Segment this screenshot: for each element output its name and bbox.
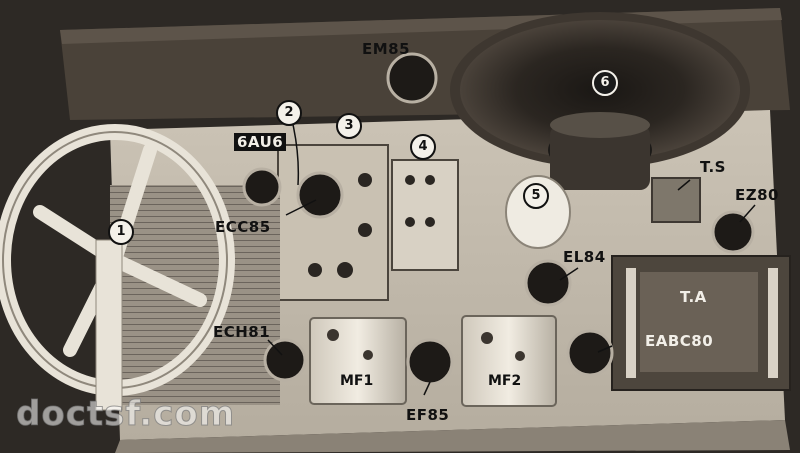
label-ez80: EZ80 [735, 186, 779, 204]
wave-switch-block [277, 144, 389, 301]
switch-contacts [308, 173, 435, 278]
output-transformer [651, 177, 701, 223]
callout-lead: 2 [276, 100, 302, 126]
callout-ferrite: 1 [108, 219, 134, 245]
label-eabc80: EABC80 [645, 332, 714, 350]
coil-support-bar [95, 239, 123, 411]
label-ech81: ECH81 [213, 323, 271, 341]
label-ef85: EF85 [406, 406, 450, 424]
transformer-core [640, 272, 758, 372]
speaker-magnet [550, 125, 650, 190]
if-can-mf2 [461, 315, 557, 407]
electrolytic-capacitor [505, 175, 571, 249]
label-mf2: MF2 [488, 373, 522, 389]
label-ta: T.A [680, 288, 707, 306]
label-mf1: MF1 [340, 373, 374, 389]
transformer-bracket-left [626, 268, 636, 378]
label-ecc85: ECC85 [215, 218, 271, 236]
transformer-bracket-right [768, 268, 778, 378]
callout-capacitor: 5 [523, 183, 549, 209]
tubes-shapes [242, 52, 755, 386]
terminal-block [391, 159, 459, 271]
callout-speaker: 6 [592, 70, 618, 96]
callout-block: 4 [410, 134, 436, 160]
label-ts: T.S [700, 158, 726, 176]
label-el84: EL84 [563, 248, 606, 266]
label-em85: EM85 [362, 40, 411, 58]
label-6au6: 6AU6 [234, 133, 287, 151]
chassis-front-lip [115, 420, 790, 453]
if-can-mf1 [309, 317, 407, 405]
watermark: doctsf.com [15, 394, 236, 435]
speaker-magnet-rim [550, 112, 650, 138]
callout-switch: 3 [336, 113, 362, 139]
